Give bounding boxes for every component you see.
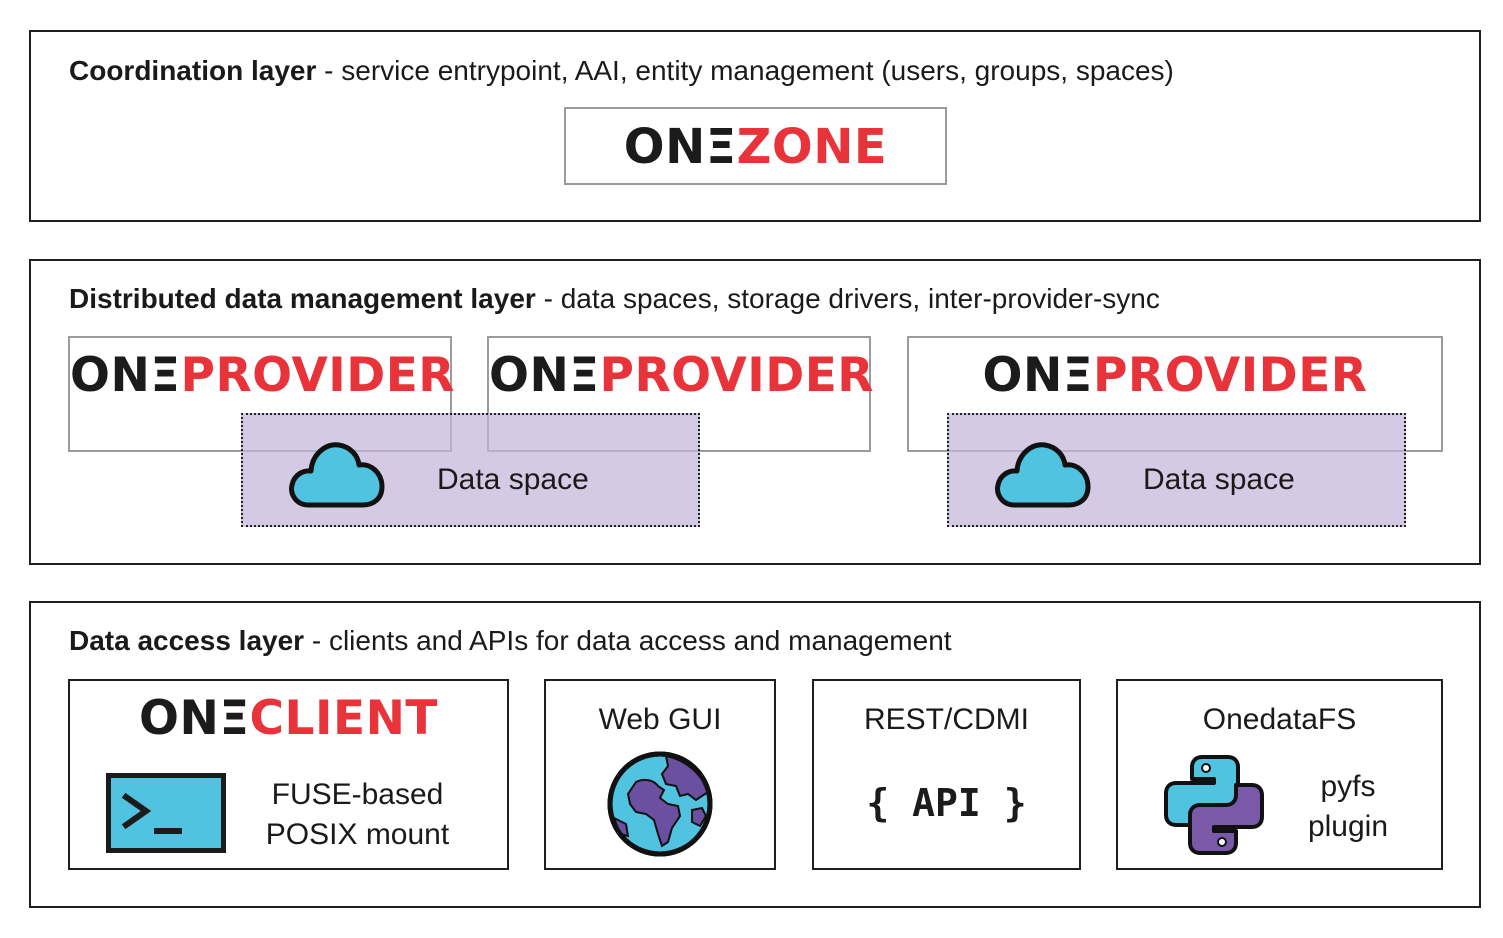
onedatafs-line-2: plugin [1307,810,1389,843]
onedatafs-label: OnedataFS [1202,703,1357,736]
onedatafs-line-1: pyfs [1320,770,1376,803]
cloud-icon [289,442,385,508]
coordination-layer-header: Coordination layer - service entrypoint,… [69,55,1174,87]
data-access-layer-description: - clients and APIs for data access and m… [311,625,952,656]
onezone-logo: ONΞZONE [623,119,888,175]
oneclient-line-2: POSIX mount [265,818,450,851]
oneclient-box: ONΞCLIENT FUSE-based POSIX mount [68,679,509,870]
coordination-layer: Coordination layer - service entrypoint,… [29,30,1481,222]
api-glyph: { API } [866,781,1027,825]
onedatafs-box: OnedataFS pyfs plugin [1116,679,1443,870]
data-access-layer: Data access layer - clients and APIs for… [29,601,1481,908]
onezone-box: ONΞZONE [564,107,947,185]
data-management-layer-description: - data spaces, storage drivers, inter-pr… [543,283,1160,314]
oneprovider-logo-1: ONΞPROVIDER [70,348,456,403]
terminal-icon [106,773,226,853]
data-management-layer-title: Distributed data management layer [69,283,536,314]
python-icon [1164,755,1264,855]
coordination-layer-description: - service entrypoint, AAI, entity manage… [324,55,1174,86]
cloud-icon [995,442,1091,508]
oneprovider-logo-3: ONΞPROVIDER [982,348,1368,403]
oneclient-line-1: FUSE-based [271,778,444,811]
data-management-layer: Distributed data management layer - data… [29,259,1481,565]
oneclient-description: FUSE-based POSIX mount [250,775,465,855]
rest-cdmi-box: REST/CDMI { API } [812,679,1081,870]
data-access-layer-title: Data access layer [69,625,305,656]
data-access-layer-header: Data access layer - clients and APIs for… [69,625,952,657]
oneprovider-logo-2: ONΞPROVIDER [489,348,875,403]
web-gui-box: Web GUI [544,679,776,870]
data-space-label-2: Data space [1143,463,1295,496]
onedatafs-description: pyfs plugin [1278,767,1418,847]
web-gui-label: Web GUI [598,703,722,736]
oneclient-logo: ONΞCLIENT [139,691,438,746]
data-management-layer-header: Distributed data management layer - data… [69,283,1160,315]
data-space-label-1: Data space [437,463,589,496]
coordination-layer-title: Coordination layer [69,55,317,86]
globe-icon [607,751,713,857]
data-space-2: Data space [947,413,1406,527]
rest-cdmi-label: REST/CDMI [864,703,1029,736]
oneprovider-box-1: ONΞPROVIDER [68,336,456,452]
data-space-1: Data space [241,413,700,527]
